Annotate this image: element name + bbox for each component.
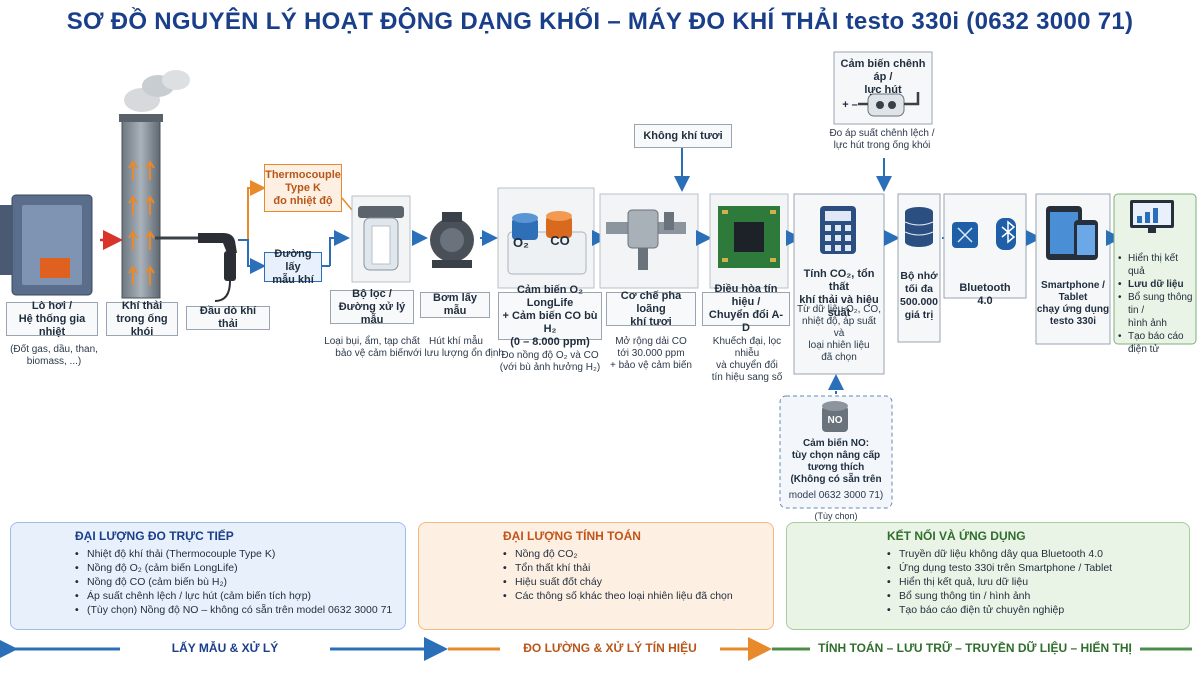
panel-connect-item: Hiển thị kết quả, lưu dữ liệu bbox=[887, 575, 1179, 589]
result-item: Bổ sung thông tin / hình ảnh bbox=[1118, 291, 1194, 330]
bluetooth-module-icon bbox=[952, 222, 978, 248]
gas-arrow bbox=[238, 239, 266, 274]
no-tag: NO bbox=[827, 415, 843, 426]
no-sensor-icon bbox=[822, 401, 848, 432]
panel-calc-item: Tổn thất khí thải bbox=[503, 561, 763, 575]
pump-note: Hút khí mẫu với lưu lượng ổn định bbox=[408, 336, 504, 359]
no-label-model: model 0632 3000 71) bbox=[788, 490, 884, 501]
thermo-arrow bbox=[238, 180, 266, 241]
result-item: Tạo báo cáo điện tử bbox=[1118, 330, 1194, 356]
smartphone-label: Smartphone / Tablet chạy ứng dụng testo … bbox=[1036, 280, 1110, 327]
sensor-label-line1: Cảm biến O₂ LongLife bbox=[516, 283, 583, 309]
stage-label-2: ĐO LƯỜNG & XỬ LÝ TÍN HIỆU bbox=[500, 641, 720, 655]
pressure-frame bbox=[833, 51, 933, 125]
probe-label: Đầu dò khí thải bbox=[186, 305, 270, 330]
tablet-icon bbox=[1046, 206, 1098, 260]
panel-connect-item: Ứng dụng testo 330i trên Smartphone / Ta… bbox=[887, 561, 1179, 575]
dilution-note: Mở rộng dải CO tới 30.000 ppm + bảo vệ c… bbox=[610, 336, 692, 371]
calculator-icon bbox=[820, 206, 856, 254]
filter-note: Loại bụi, ẩm, tạp chất bảo vệ cảm biến bbox=[324, 336, 420, 359]
result-item: Lưu dữ liệu bbox=[1118, 278, 1194, 291]
panel-calc-item: Các thông số khác theo loại nhiên liệu đ… bbox=[503, 589, 763, 603]
probe-icon bbox=[198, 233, 237, 302]
panel-connect-title: KẾT NỐI VÀ ỨNG DỤNG bbox=[887, 529, 1026, 543]
sensor-label-line2: + Cảm biến CO bù H₂ bbox=[502, 309, 598, 335]
no-frame bbox=[779, 395, 893, 509]
result-item: Hiển thị kết quả bbox=[1118, 252, 1194, 278]
bluetooth-icon bbox=[996, 218, 1016, 250]
boiler-label: Lò hơi / Hệ thống gia nhiệt bbox=[6, 300, 98, 338]
pump-label: Bơm lấy mẫu bbox=[420, 292, 490, 318]
panel-calc-item: Nồng độ CO₂ bbox=[503, 547, 763, 561]
signal-note: Khuếch đại, lọc nhiễu và chuyển đổi tín … bbox=[711, 336, 783, 383]
pump-icon bbox=[430, 212, 474, 268]
sensor-label: Cảm biến O₂ LongLife + Cảm biến CO bù H₂… bbox=[498, 284, 602, 348]
processor-label: Tính CO₂, tổn thất khí thải và hiệu suất bbox=[799, 268, 879, 319]
dilution-label: Cơ chế pha loãng khí tươi bbox=[606, 290, 696, 328]
signal-label: Điều hòa tín hiệu / Chuyển đổi A-D bbox=[702, 283, 790, 334]
stage-label-3: TÍNH TOÁN – LƯU TRỮ – TRUYỀN DỮ LIỆU – H… bbox=[810, 641, 1140, 655]
o2-tag: O₂ bbox=[513, 235, 529, 250]
result-list: Hiển thị kết quả Lưu dữ liệu Bổ sung thô… bbox=[1118, 252, 1194, 356]
panel-connect-item: Bổ sung thông tin / hình ảnh bbox=[887, 589, 1179, 603]
no-label: Cảm biến NO: tùy chọn nâng cấp tương thí… bbox=[790, 438, 882, 485]
panel-direct-item: (Tùy chọn) Nồng độ NO – không có sẵn trê… bbox=[75, 603, 395, 617]
sensor-label-line3: (0 – 8.000 ppm) bbox=[510, 335, 590, 348]
no-optional: (Tùy chọn) bbox=[814, 511, 858, 521]
filter-label: Bộ lọc / Đường xử lý mẫu bbox=[330, 288, 414, 326]
panel-direct-item: Nhiệt độ khí thải (Thermocouple Type K) bbox=[75, 547, 395, 561]
database-icon bbox=[904, 207, 934, 247]
pressure-label: Cảm biến chênh áp / lực hút bbox=[840, 58, 926, 96]
pressure-sign: + – bbox=[842, 99, 858, 111]
panel-calc-title: ĐẠI LƯỢNG TÍNH TOÁN bbox=[503, 529, 641, 543]
panel-calc-item: Hiệu suất đốt cháy bbox=[503, 575, 763, 589]
gas-path-label: Đường lấy mẫu khí bbox=[264, 248, 322, 286]
processor-frame bbox=[793, 193, 885, 375]
thermocouple-label: Thermocouple Type K đo nhiệt độ bbox=[264, 164, 342, 212]
panel-connect-item: Tạo báo cáo điện tử chuyên nghiệp bbox=[887, 603, 1179, 617]
chimney-icon bbox=[119, 70, 190, 299]
pressure-sensor-icon bbox=[858, 92, 920, 117]
circuit-board-icon bbox=[718, 206, 780, 268]
sensor-icon bbox=[507, 211, 587, 275]
processor-note: Từ dữ liệu O₂, CO, nhiệt độ, áp suất và … bbox=[797, 304, 881, 363]
panel-calc: ĐẠI LƯỢNG TÍNH TOÁN Nồng độ CO₂ Tổn thất… bbox=[418, 522, 774, 630]
boiler-note: (Đốt gas, dầu, than, biomass, ...) bbox=[10, 344, 98, 367]
panel-direct-item: Áp suất chênh lệch / lực hút (cảm biến t… bbox=[75, 589, 395, 603]
pressure-note: Đo áp suất chênh lệch / lực hút trong ốn… bbox=[829, 128, 935, 151]
panel-connect-item: Truyền dữ liệu không dây qua Bluetooth 4… bbox=[887, 547, 1179, 561]
panel-direct-item: Nồng độ CO (cảm biến bù H₂) bbox=[75, 575, 395, 589]
panel-direct-title: ĐẠI LƯỢNG ĐO TRỰC TIẾP bbox=[75, 529, 234, 543]
stage-label-1: LẤY MẪU & XỬ LÝ bbox=[120, 641, 330, 655]
fresh-air-label: Không khí tươi bbox=[634, 124, 732, 148]
memory-label: Bộ nhớ tối đa 500.000 giá trị bbox=[900, 270, 938, 321]
monitor-chart-icon bbox=[1130, 200, 1174, 233]
panel-direct-item: Nồng độ O₂ (cảm biến LongLife) bbox=[75, 561, 395, 575]
chimney-label: Khí thải trong ống khói bbox=[106, 300, 178, 338]
bluetooth-label: Bluetooth 4.0 bbox=[959, 282, 1011, 307]
boiler-icon bbox=[0, 194, 93, 296]
co-tag: CO bbox=[550, 233, 570, 248]
panel-direct: ĐẠI LƯỢNG ĐO TRỰC TIẾP Nhiệt độ khí thải… bbox=[10, 522, 406, 630]
filter-icon bbox=[358, 206, 404, 271]
page-title: SƠ ĐỒ NGUYÊN LÝ HOẠT ĐỘNG DẠNG KHỐI – MÁ… bbox=[66, 8, 1134, 35]
sensor-note: Đo nồng độ O₂ và CO (với bù ảnh hưởng H₂… bbox=[499, 350, 601, 373]
dilution-valve-icon bbox=[606, 209, 686, 270]
panel-connect: KẾT NỐI VÀ ỨNG DỤNG Truyền dữ liệu không… bbox=[786, 522, 1190, 630]
